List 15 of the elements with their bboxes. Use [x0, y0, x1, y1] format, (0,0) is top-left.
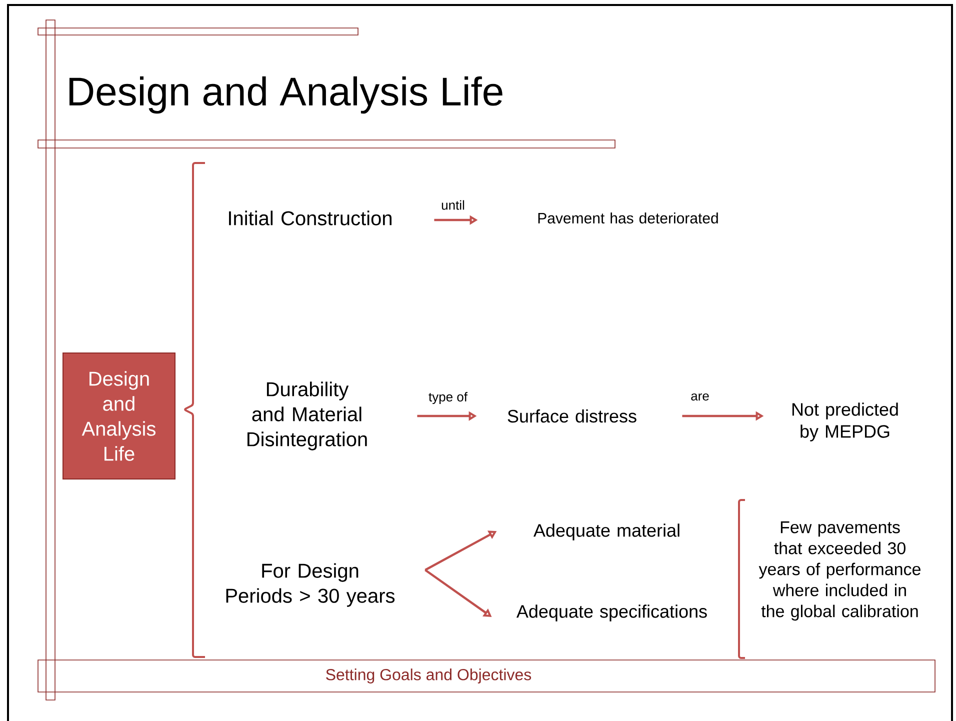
node-text: Durability and Material Disintegration	[248, 382, 367, 450]
node-text: Not predicted by MEPDG	[792, 402, 898, 442]
slide-title: Design and Analysis Life	[69, 76, 502, 114]
edge-label: type of	[428, 390, 469, 406]
title-box: Design and Analysis Life	[62, 352, 176, 480]
footer-band: Setting Goals and Objectives	[38, 660, 936, 692]
node-text: Surface distress	[508, 409, 636, 423]
edge-label: until	[440, 199, 466, 211]
edge-label: are	[690, 392, 710, 402]
node-text: Pavement has deteriorated	[538, 212, 718, 224]
node-text: Adequate specifications	[516, 604, 707, 622]
node-text: For Design Periods > 30 years	[226, 563, 395, 607]
node-text: Initial Construction	[229, 210, 392, 226]
node-text: Few pavements that exceeded 30 years of performance where included in the global calibration	[758, 521, 920, 621]
node-text: Adequate material	[534, 524, 680, 540]
